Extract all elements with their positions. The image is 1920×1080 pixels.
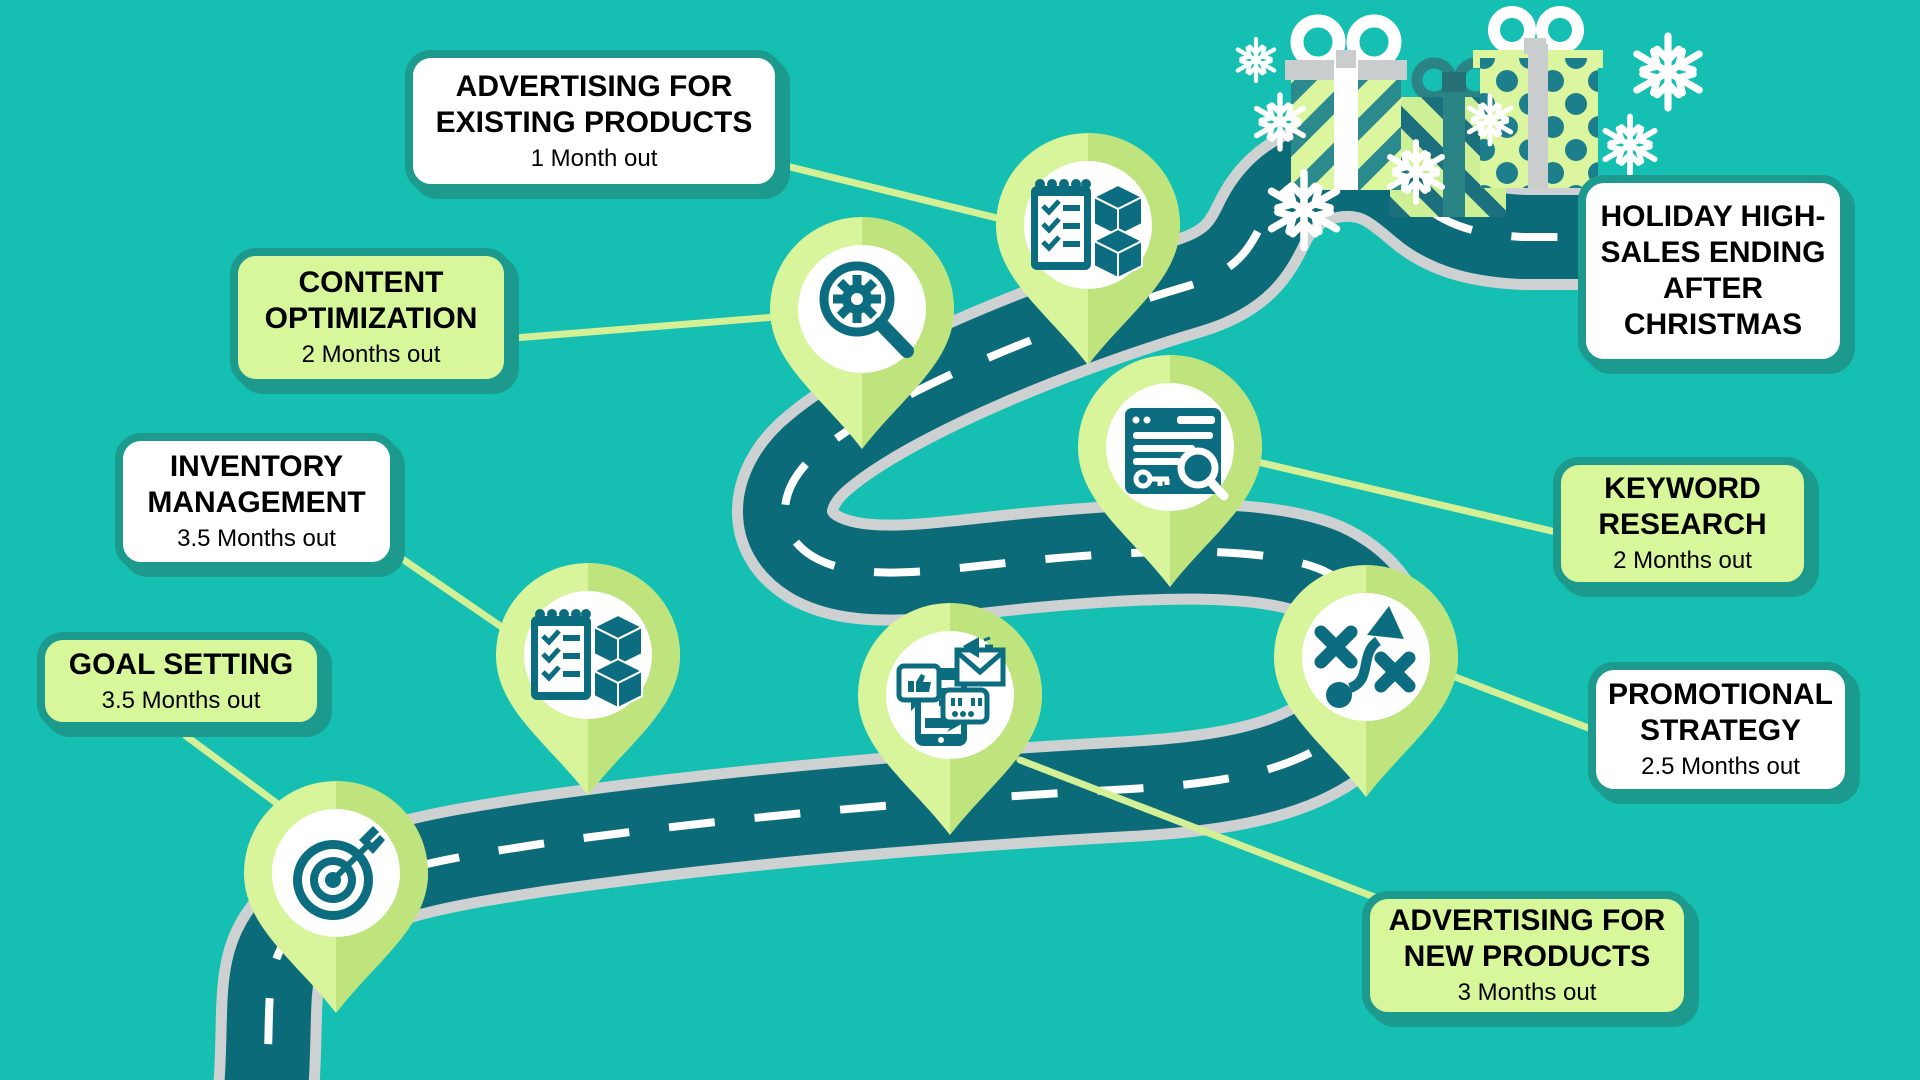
gear-magnifier-icon [819, 261, 914, 358]
milestone-time: 1 Month out [530, 144, 658, 172]
milestone-time: 2 Months out [1613, 547, 1752, 574]
milestone-title: INVENTORY MANAGEMENT [147, 450, 366, 519]
label-holiday-ending: HOLIDAY HIGH-SALES ENDING AFTER CHRISTMA… [1578, 175, 1848, 367]
snowflake-icon [1631, 36, 1704, 108]
connector-promotional-strategy [1446, 671, 1616, 741]
polka-dot-gift-white-bow [1473, 6, 1603, 188]
snowflake-icon [1235, 39, 1278, 81]
label-promotional-strategy: PROMOTIONAL STRATEGY 2.5 Months out [1588, 662, 1853, 797]
milestone-title: GOAL SETTING [68, 647, 294, 681]
browser-keyword-icon [1125, 408, 1229, 501]
label-content-optimization: CONTENT OPTIMIZATION 2 Months out [230, 248, 512, 387]
target-dart-icon [293, 826, 385, 920]
social-ads-icon [896, 636, 1006, 746]
pin-promotional-strategy [1274, 565, 1458, 797]
milestone-time: 3 Months out [1457, 979, 1597, 1006]
pin-advertising-existing [996, 133, 1180, 365]
milestone-title: ADVERTISING FOR NEW PRODUCTS [1388, 904, 1666, 973]
checklist-boxes-icon [1031, 179, 1145, 280]
label-advertising-existing: ADVERTISING FOR EXISTING PRODUCTS 1 Mont… [405, 50, 783, 192]
winding-road [213, 115, 1648, 1080]
connector-advertising-existing [774, 160, 1009, 224]
pin-inventory-management [496, 563, 680, 795]
connector-advertising-new [1016, 756, 1399, 909]
road-surface [224, 126, 1648, 1080]
label-advertising-new: ADVERTISING FOR NEW PRODUCTS 3 Months ou… [1362, 891, 1692, 1020]
pin-keyword-research [1078, 355, 1262, 587]
pin-content-optimization [770, 217, 954, 449]
connector-keyword-research [1258, 459, 1560, 536]
pin-advertising-new [858, 603, 1042, 835]
milestone-title: PROMOTIONAL STRATEGY [1608, 678, 1833, 747]
milestone-time: 2.5 Months out [1641, 753, 1800, 780]
milestone-time: 3.5 Months out [101, 686, 261, 714]
striped-gift-white-bow [1285, 14, 1407, 190]
milestone-time: 2 Months out [301, 341, 441, 368]
milestone-time: 3.5 Months out [177, 525, 336, 552]
connector-content-optimization [510, 312, 792, 342]
label-keyword-research: KEYWORD RESEARCH 2 Months out [1553, 457, 1812, 590]
milestone-title: ADVERTISING FOR EXISTING PRODUCTS [435, 69, 753, 139]
milestone-title: CONTENT OPTIMIZATION [264, 266, 478, 335]
strategy-arrows-icon [1314, 606, 1416, 708]
snowflake-icon [1601, 117, 1659, 174]
connector-lines [182, 160, 1616, 909]
milestone-title: HOLIDAY HIGH-SALES ENDING AFTER CHRISTMA… [1600, 200, 1826, 341]
label-goal-setting: GOAL SETTING 3.5 Months out [37, 632, 325, 730]
connector-inventory-management [394, 552, 516, 638]
milestone-title: KEYWORD RESEARCH [1598, 472, 1767, 541]
pin-goal-setting [244, 781, 428, 1013]
checklist-boxes-icon [531, 609, 645, 710]
label-inventory-management: INVENTORY MANAGEMENT 3.5 Months out [115, 433, 398, 570]
